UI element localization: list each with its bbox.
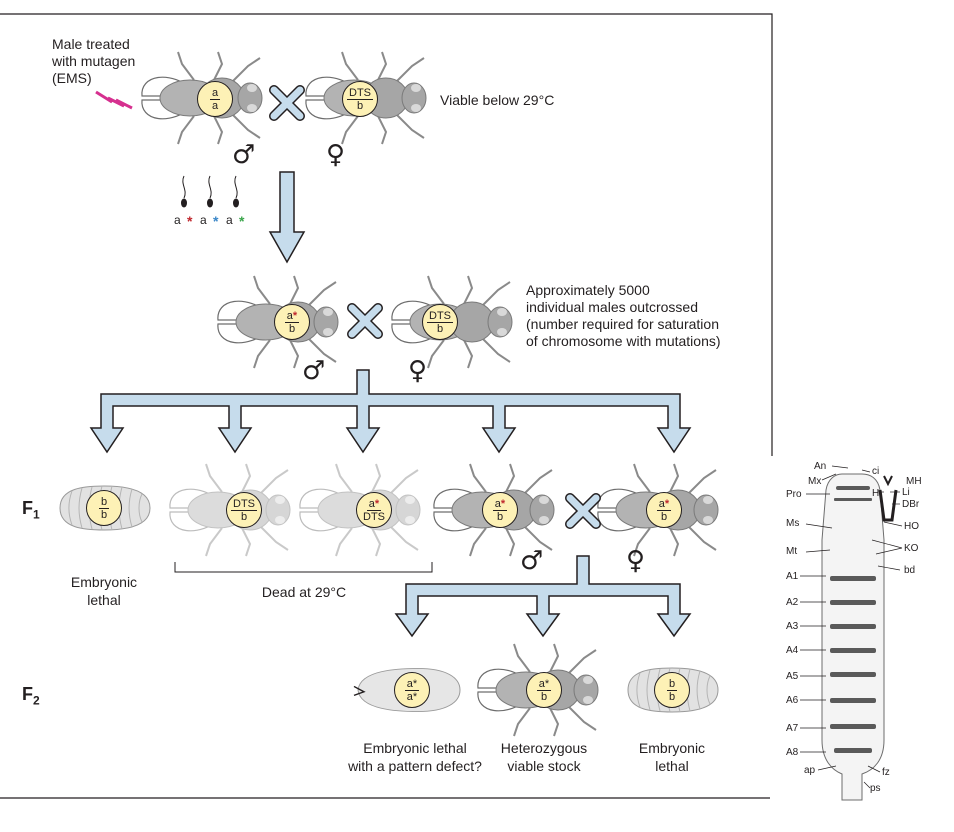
f1-lethal-label-1: Embryonic: [70, 574, 138, 590]
sperm-label-1: a: [174, 213, 181, 227]
generation-f1: F1: [22, 498, 40, 522]
embryo-label-ho: HO: [904, 521, 919, 532]
female-symbol-icon-2: ♀: [408, 356, 428, 386]
star-green-icon: *: [239, 213, 245, 229]
embryo-label-a3: A3: [786, 621, 799, 632]
male-symbol-icon-2: ♂: [302, 356, 326, 386]
f1-branch-arrows: [89, 369, 692, 454]
f2-het-label-1: Heterozygous: [500, 740, 588, 756]
embryo-label-a6: A6: [786, 695, 799, 706]
star-blue-icon: *: [213, 213, 219, 229]
star-red-icon: *: [187, 213, 193, 229]
viable-label: Viable below 29°C: [440, 92, 555, 108]
mutagen-label-line1: Male treated: [52, 36, 130, 52]
mutagen-bolt-icon: [95, 90, 133, 110]
embryo-label-ci: ci: [872, 466, 880, 477]
embryo-label-a5: A5: [786, 671, 799, 682]
embryo-label-bd: bd: [904, 565, 916, 576]
dead-label: Dead at 29°C: [261, 584, 347, 600]
embryo-label-a4: A4: [786, 645, 799, 656]
embryo-label-a8: A8: [786, 747, 799, 758]
cross-icon-2: [347, 303, 383, 339]
embryo-label-a1: A1: [786, 571, 799, 582]
embryo-label-mt: Mt: [786, 546, 798, 557]
embryo-label-a7: A7: [786, 723, 799, 734]
embryo-label-mx: Mx: [808, 476, 822, 487]
f2-pattern-label-2: with a pattern defect?: [348, 758, 482, 774]
f1-lethal-label-2: lethal: [87, 592, 121, 608]
outcross-line1: Approximately 5000: [526, 282, 650, 298]
frame-top: [0, 13, 773, 456]
cross-icon-3: [565, 493, 601, 529]
generation-f2: F2: [22, 684, 40, 708]
embryo-label-pro: Pro: [786, 489, 802, 500]
sperm-label-3: a: [226, 213, 233, 227]
embryo-label-li: Li: [902, 487, 910, 498]
female-symbol-icon-3: ♀: [626, 546, 646, 576]
embryo-label-ps: ps: [870, 783, 881, 794]
female-symbol-icon: ♀: [326, 140, 346, 170]
embryo-label-fz: fz: [882, 767, 890, 778]
male-symbol-icon: ♂: [232, 140, 256, 170]
embryo-label-ko: KO: [904, 543, 919, 554]
embryo-label-mh: MH: [906, 476, 922, 487]
f2-het-label-2: viable stock: [507, 758, 581, 774]
genotype-f1-male-ab: a*b: [482, 492, 518, 528]
cross-icon: [269, 85, 305, 121]
genotype-f2-ab: a*b: [526, 672, 562, 708]
mutagen-label-line3: (EMS): [52, 70, 92, 86]
f2-lethal-label-1: Embryonic: [638, 740, 706, 756]
f2-branch-arrows: [394, 555, 692, 638]
outcross-line3: (number required for saturation: [526, 316, 719, 332]
outcross-line2: individual males outcrossed: [526, 299, 698, 315]
genotype-f2-aa: a*a*: [394, 672, 430, 708]
sperm-label-2: a: [200, 213, 207, 227]
embryo-label-ap: ap: [804, 765, 816, 776]
genotype-mutant-male: a*b: [274, 304, 310, 340]
male-symbol-icon-3: ♂: [520, 546, 544, 576]
genotype-f1-a-dts: a*DTS: [356, 492, 392, 528]
f2-pattern-label-1: Embryonic lethal: [363, 740, 467, 756]
down-arrow-main: [268, 171, 306, 264]
embryo-label-dbr: DBr: [902, 499, 920, 510]
embryo-label-h: H: [872, 488, 880, 499]
mutagen-label-line2: with mutagen: [52, 53, 136, 69]
embryo-label-a2: A2: [786, 597, 799, 608]
genotype-f1-female-ab: a*b: [646, 492, 682, 528]
dead-bracket: [174, 562, 433, 573]
f2-lethal-label-2: lethal: [655, 758, 689, 774]
embryo-label-an: An: [814, 461, 827, 472]
embryo-cuticle: [772, 456, 954, 802]
sperm-icons: [181, 175, 239, 208]
outcross-line4: of chromosome with mutations): [526, 333, 721, 349]
embryo-label-ms: Ms: [786, 518, 800, 529]
